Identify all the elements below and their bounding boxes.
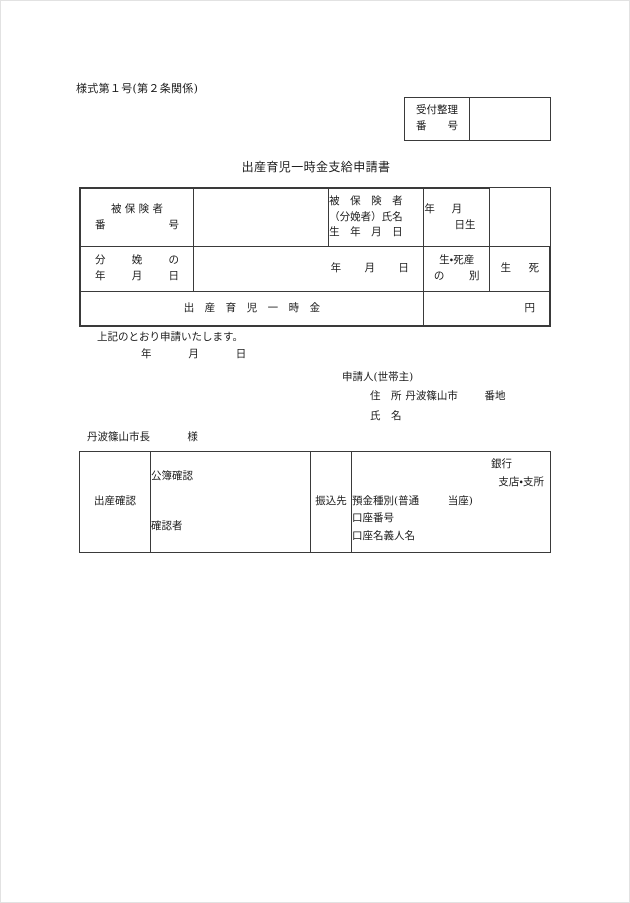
confirmer-label: 確認者 bbox=[151, 520, 183, 532]
confirmation-table: 出産確認 公簿確認 確認者 振込先 銀行 支店・支所 預金種別(普通 当座) 口… bbox=[79, 451, 551, 553]
insured-number-input[interactable] bbox=[192, 188, 330, 247]
delivery-date-label-line1: 分 娩 の bbox=[81, 253, 193, 269]
delivery-label-month: 月 bbox=[131, 270, 143, 282]
delivery-date-label-cell: 分 娩 の 年 月 日 bbox=[80, 246, 194, 292]
delivery-label-day: 日 bbox=[168, 270, 179, 282]
receipt-number-label-line2: 番 号 bbox=[416, 119, 458, 135]
public-record-label: 公簿確認 bbox=[151, 470, 193, 483]
lumpsum-unit: 円 bbox=[524, 301, 536, 314]
option-live-birth[interactable]: 生 bbox=[500, 262, 511, 275]
delivery-date-input[interactable]: 年 月 日 bbox=[192, 246, 424, 292]
table-row: 分 娩 の 年 月 日 年 月 bbox=[80, 246, 550, 292]
insured-birthdate-input[interactable]: 年 月 日生 bbox=[422, 188, 491, 247]
lumpsum-label: 出 産 育 児 一 時 金 bbox=[183, 301, 321, 314]
delivery-label-no: の bbox=[168, 254, 179, 267]
bank-details-cell[interactable]: 銀行 支店・支所 預金種別(普通 当座) 口座番号 口座名義人名 bbox=[351, 451, 551, 553]
insured-name-label-line2: （分娩者）氏名 bbox=[329, 210, 403, 223]
applicant-name-label: 氏 名 bbox=[370, 409, 402, 422]
account-holder-label: 口座名義人名 bbox=[352, 530, 415, 543]
applicant-block: 申請人(世帯主) 住 所 丹波篠山市 番地 氏 名 bbox=[342, 368, 506, 426]
form-number: 様式第１号(第２条関係) bbox=[76, 82, 199, 95]
birth-death-label-cell: 生・死産 の 別 bbox=[422, 246, 491, 292]
insured-birthdate-label: 生 年 月 日 bbox=[329, 226, 403, 239]
insured-birthdate-placeholder: 年 月 日生 bbox=[424, 202, 490, 234]
application-date-month: 月 bbox=[188, 348, 199, 360]
bank-name-label: 銀行 bbox=[491, 458, 512, 471]
birth-death-options: 生 死 bbox=[490, 261, 549, 277]
table-row: 被 保 険 者 番 号 被 保 険 者 （分娩者）氏名 生 年 月 日 年 bbox=[80, 188, 550, 247]
insured-number-label-gou: 号 bbox=[168, 218, 179, 231]
applicant-address-label: 住 所 bbox=[370, 390, 402, 403]
receipt-number-label-line1: 受付整理 bbox=[416, 104, 458, 117]
delivery-day: 日 bbox=[398, 262, 409, 275]
insured-name-label-cell: 被 保 険 者 （分娩者）氏名 生 年 月 日 bbox=[328, 188, 424, 247]
page-title: 出産育児一時金支給申請書 bbox=[241, 160, 391, 174]
birth-death-label-betsu: 別 bbox=[468, 270, 480, 282]
delivery-label-year: 年 bbox=[95, 270, 106, 282]
public-record-cell[interactable]: 公簿確認 確認者 bbox=[150, 451, 311, 553]
addressee-title: 丹波篠山市長 bbox=[87, 431, 150, 443]
receipt-number-input[interactable] bbox=[470, 98, 550, 140]
lumpsum-label-cell: 出 産 育 児 一 時 金 bbox=[80, 291, 424, 326]
delivery-year: 年 bbox=[330, 262, 342, 275]
applicant-address-suffix: 番地 bbox=[484, 390, 506, 403]
deposit-type-current: 当座) bbox=[447, 494, 473, 507]
applicant-address-city: 丹波篠山市 bbox=[405, 390, 458, 403]
transfer-destination-label: 振込先 bbox=[310, 451, 352, 553]
receipt-number-label-ban: 番 bbox=[416, 120, 427, 132]
table-row: 出産確認 公簿確認 確認者 振込先 銀行 支店・支所 預金種別(普通 当座) 口… bbox=[79, 451, 551, 553]
birth-death-label-line2: の 別 bbox=[424, 269, 490, 285]
insured-number-label-line1: 被 保 険 者 bbox=[110, 202, 163, 215]
application-table: 被 保 険 者 番 号 被 保 険 者 （分娩者）氏名 生 年 月 日 年 bbox=[79, 187, 551, 327]
delivery-date-placeholder: 年 月 日 bbox=[194, 261, 423, 277]
option-stillbirth[interactable]: 死 bbox=[528, 262, 540, 275]
insured-name-label-line1: 被 保 険 者 bbox=[329, 194, 403, 207]
application-date-day: 日 bbox=[235, 348, 247, 360]
birthdate-year: 年 bbox=[424, 202, 435, 215]
account-number-label: 口座番号 bbox=[352, 512, 394, 525]
applicant-heading: 申請人(世帯主) bbox=[342, 371, 414, 383]
birthdate-month: 月 bbox=[451, 202, 463, 215]
table-row: 出 産 育 児 一 時 金 円 bbox=[80, 291, 551, 326]
branch-name-label: 支店・支所 bbox=[498, 475, 544, 488]
applicant-address-line[interactable]: 住 所 丹波篠山市 番地 bbox=[342, 387, 506, 406]
delivery-label-bun: 分 bbox=[95, 254, 106, 267]
insured-number-label-ban: 番 bbox=[95, 218, 106, 231]
addressee-line: 丹波篠山市長 様 bbox=[87, 429, 198, 444]
delivery-date-label-line2: 年 月 日 bbox=[81, 269, 193, 285]
birth-confirm-label: 出産確認 bbox=[79, 451, 151, 553]
receipt-number-label-gou: 号 bbox=[447, 120, 459, 132]
insured-number-label-cell: 被 保 険 者 番 号 bbox=[80, 188, 194, 247]
application-date-line[interactable]: 年 月 日 bbox=[141, 346, 280, 361]
deposit-type-label: 預金種別(普通 bbox=[352, 494, 420, 507]
receipt-number-label: 受付整理 番 号 bbox=[405, 98, 470, 140]
lumpsum-amount-input[interactable]: 円 bbox=[422, 291, 551, 326]
birth-death-label-no: の bbox=[433, 270, 445, 282]
applicant-name-line[interactable]: 氏 名 bbox=[342, 407, 506, 426]
deposit-type-line[interactable]: 預金種別(普通 当座) bbox=[352, 494, 550, 510]
delivery-label-ben: 娩 bbox=[131, 254, 143, 267]
addressee-honorific: 様 bbox=[187, 431, 198, 443]
birth-death-label-line1: 生・死産 bbox=[439, 254, 475, 267]
delivery-month: 月 bbox=[364, 262, 376, 275]
birth-death-select[interactable]: 生 死 bbox=[489, 246, 550, 292]
receipt-number-box: 受付整理 番 号 bbox=[404, 97, 551, 141]
application-date-year: 年 bbox=[141, 348, 152, 360]
insured-number-label-line2: 番 号 bbox=[81, 218, 193, 234]
application-statement: 上記のとおり申請いたします。 bbox=[97, 331, 243, 343]
birthdate-day: 日生 bbox=[454, 218, 476, 231]
